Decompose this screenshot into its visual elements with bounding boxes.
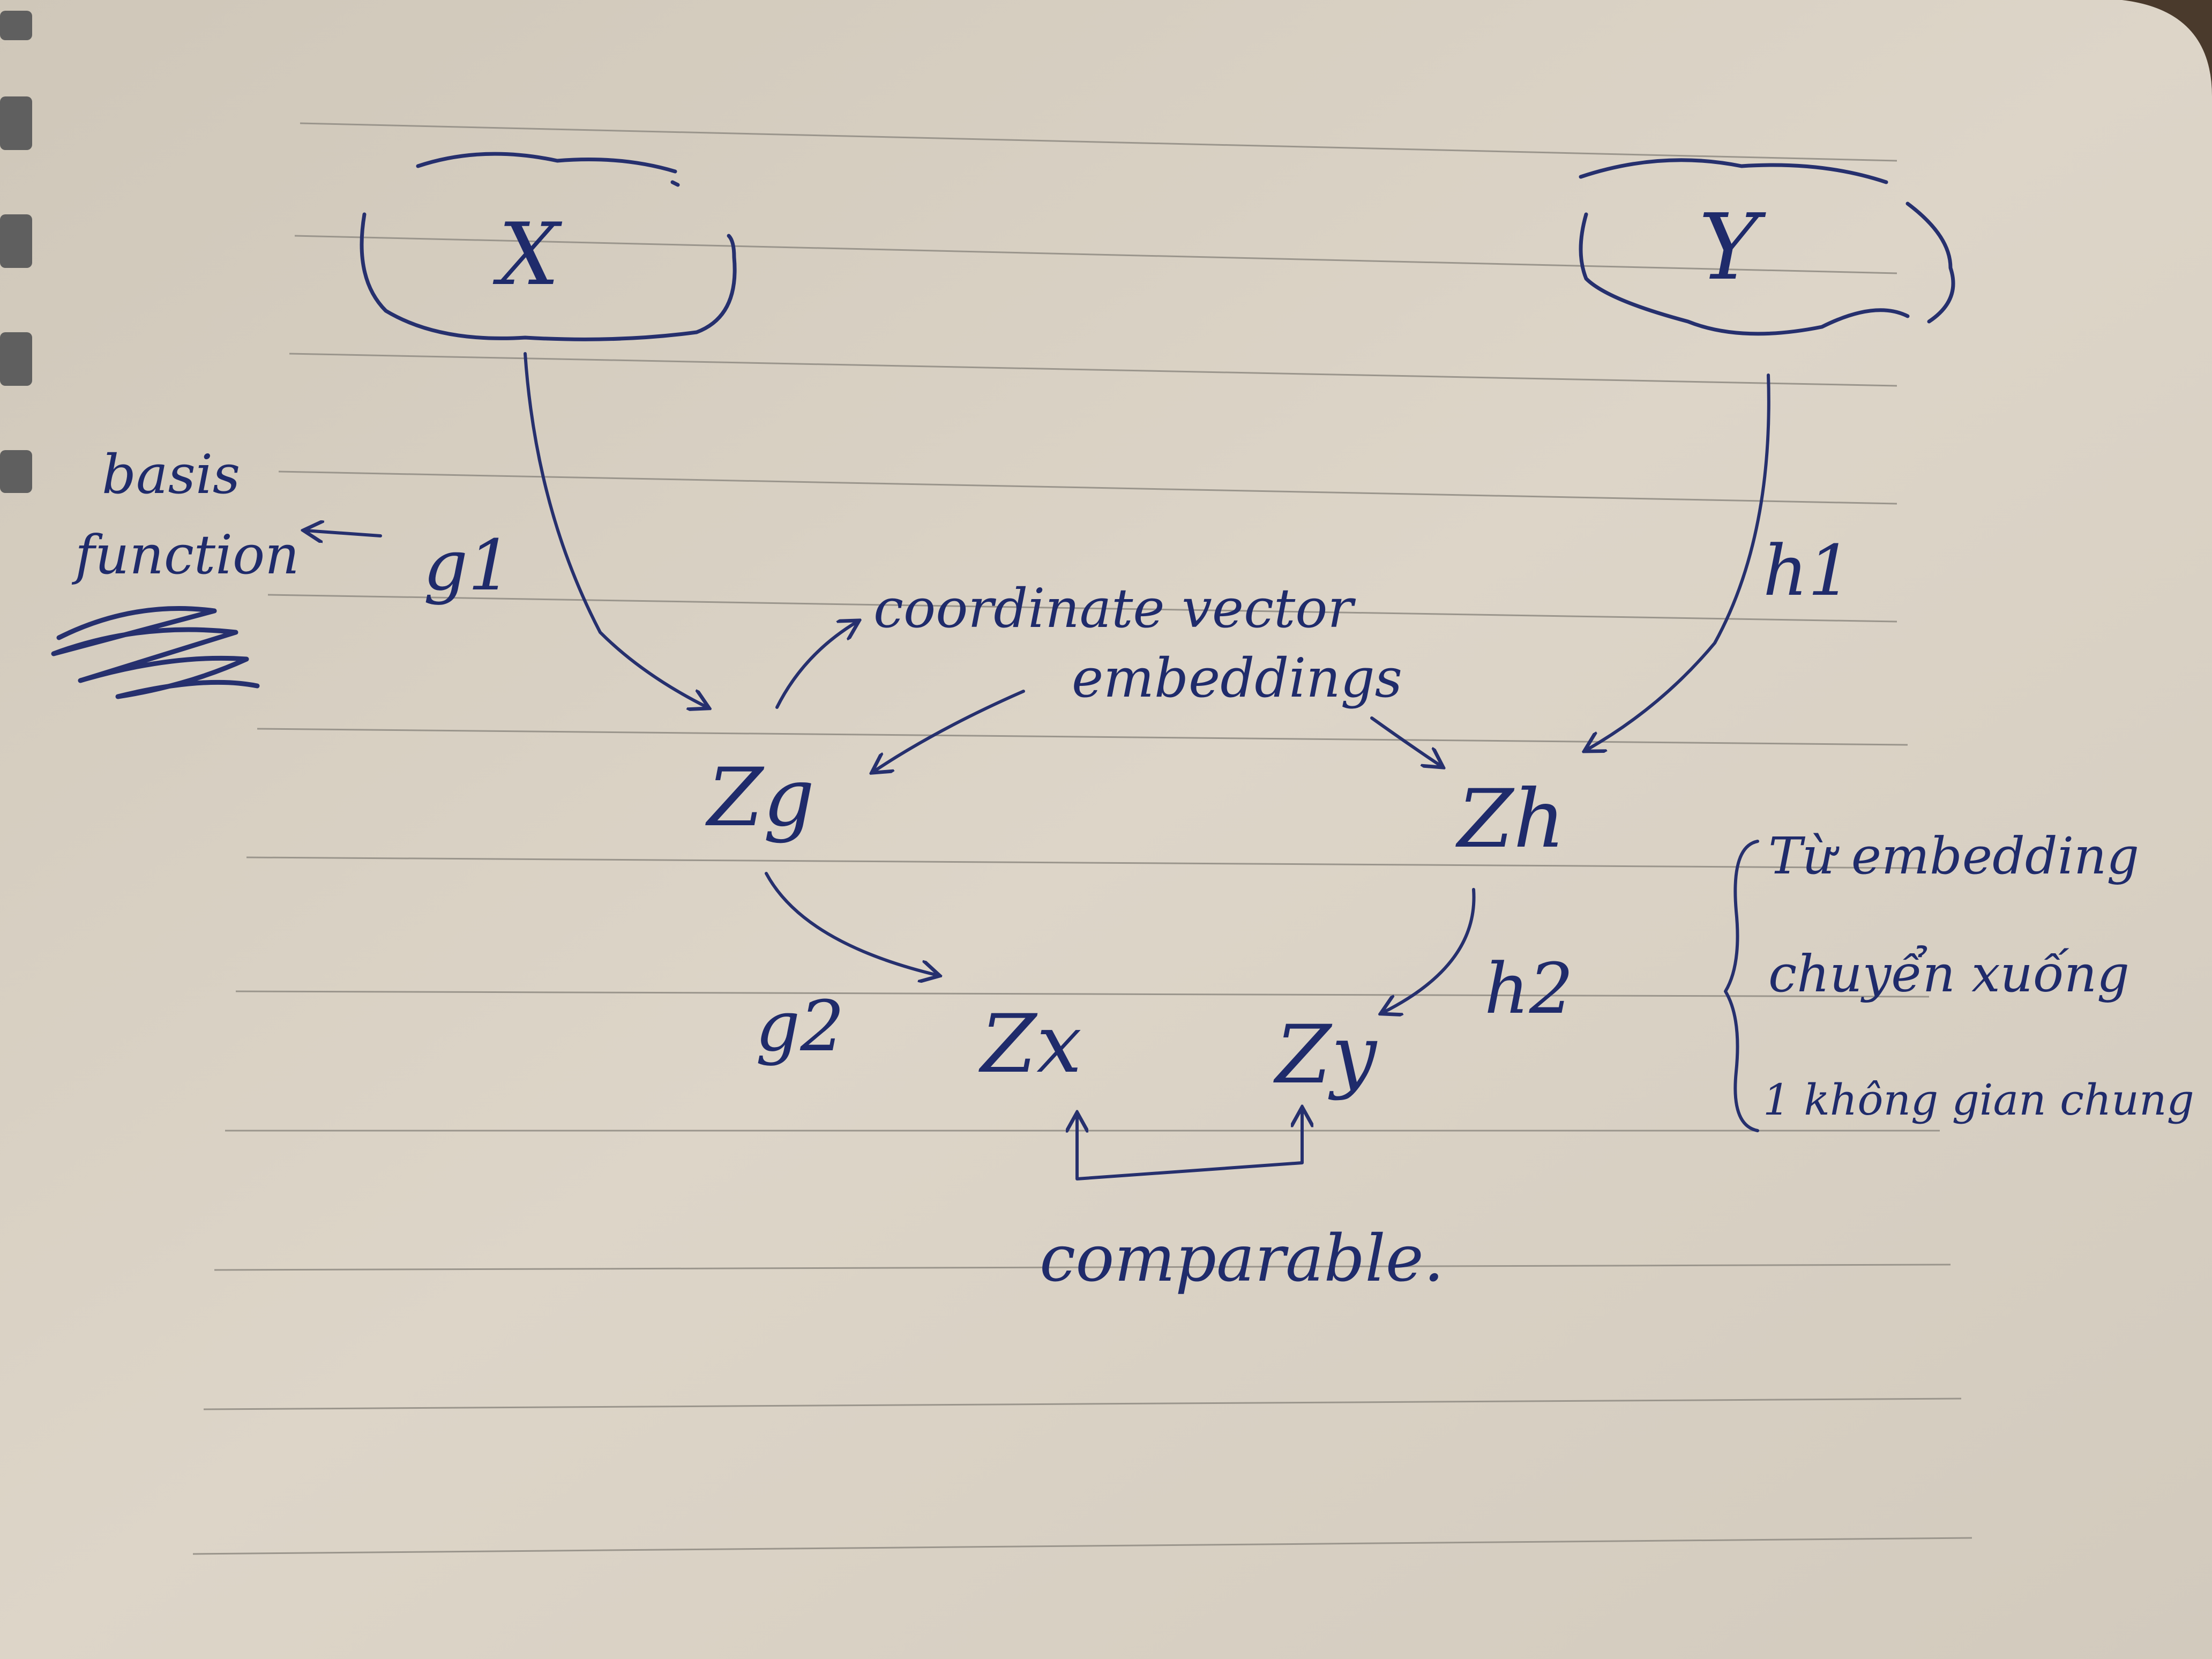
arrow-embeddings-to-zg: [873, 690, 1025, 772]
zx-label: Zx: [978, 998, 1082, 1091]
arrow-zg-to-zx: [765, 872, 938, 975]
ruled-lines: [192, 122, 1972, 1555]
set-x-cloud: [360, 152, 737, 341]
h1-label: h1: [1763, 530, 1852, 611]
g2-label: g2: [756, 985, 845, 1067]
function-label: function: [71, 524, 300, 586]
note-line-3: 1 không gian chung: [1763, 1075, 2194, 1125]
set-x-label: X: [492, 204, 563, 304]
note-brace: [1724, 840, 1759, 1132]
zh-label: Zh: [1455, 773, 1565, 866]
note-line-2: chuyển xuống: [1768, 945, 2129, 1004]
note-line-1: Từ embedding: [1768, 827, 2139, 886]
zg-label: Zg: [705, 751, 814, 845]
arrow-y-to-zh: [1586, 373, 1770, 750]
basis-label: basis: [102, 443, 240, 506]
comparable-bracket: [1077, 1109, 1302, 1180]
coordinate-vector-label: coordinate vector: [873, 577, 1356, 640]
spiral-binding: [0, 11, 32, 493]
embeddings-label: embeddings: [1072, 647, 1402, 709]
set-y-cloud: [1579, 158, 1955, 336]
comparable-label: comparable.: [1040, 1222, 1444, 1296]
g1-label: g1: [423, 525, 512, 606]
arrow-embeddings-to-zh: [1370, 716, 1441, 766]
zy-label: Zy: [1273, 1008, 1378, 1102]
arrow-zh-to-zy: [1382, 888, 1476, 1013]
h2-label: h2: [1484, 948, 1573, 1029]
arrow-zg-to-coordinate: [775, 622, 857, 709]
scribble-crossout: [51, 606, 260, 699]
arrow-x-to-zg: [524, 352, 707, 707]
set-y-label: Y: [1699, 195, 1766, 301]
arrow-g1-to-basis: [305, 530, 382, 536]
